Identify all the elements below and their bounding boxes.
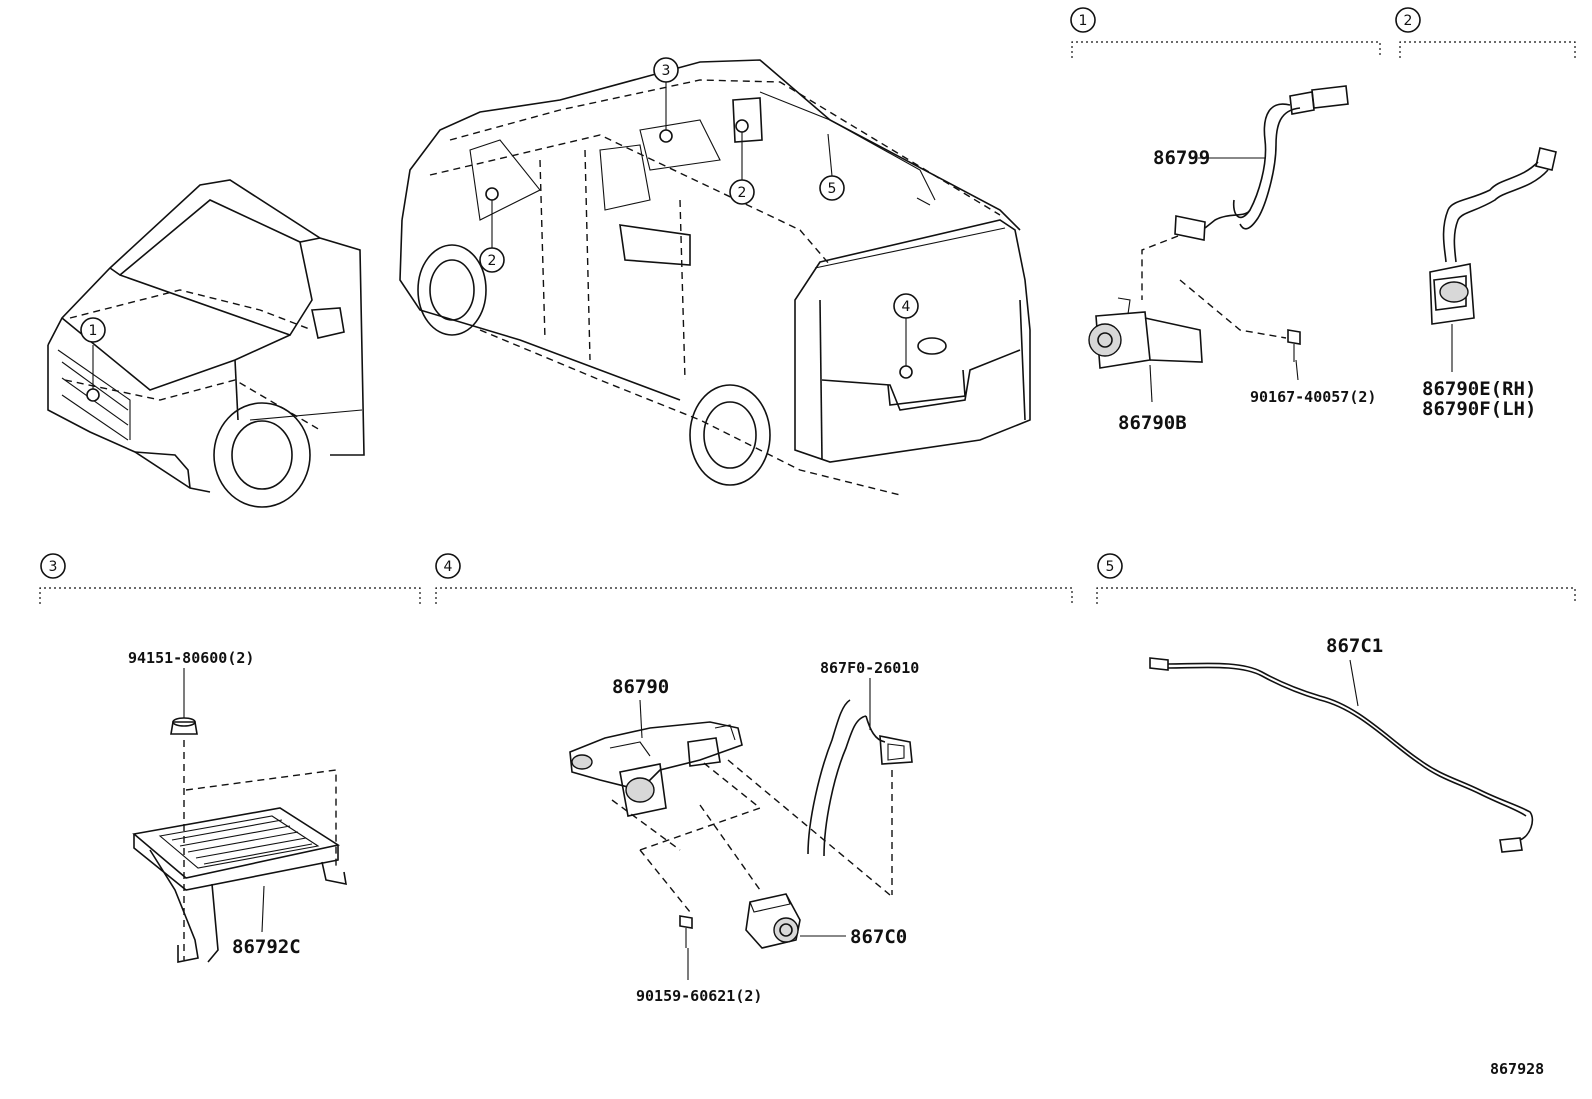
section-4-number: 4 [444,559,453,575]
part-label-90167: 90167-40057(2) [1250,388,1376,406]
bolt-90159 [679,915,693,948]
part-label-86790: 86790 [612,676,669,698]
section-3-number: 3 [49,559,58,575]
front-vehicle-view: 1 [47,179,365,508]
callout-2-mirror-marker-right: 2 [729,119,755,205]
callout-1-front-marker: 1 [80,317,106,402]
callout-4-rear-marker: 4 [893,293,919,379]
section-2-number: 2 [1404,13,1413,29]
part-label-86790B: 86790B [1118,412,1187,434]
bracket-86792C [132,807,347,963]
part-label-94151: 94151-80600(2) [128,649,254,667]
callout-5-label: 5 [828,181,837,197]
part-label-86790E: 86790E(RH) [1422,378,1536,400]
callout-2-label-left: 2 [488,253,497,269]
section-3: 3 94151-80600(2) 86792C [39,553,421,963]
part-label-867F0: 867F0-26010 [820,659,919,677]
nut-94151 [170,717,198,735]
section-2: 2 86790E(RH) 86790F(LH) [1395,7,1576,420]
callout-3-label: 3 [662,63,671,79]
part-label-86792C: 86792C [232,936,301,958]
callout-3-interior-marker: 3 [653,57,679,143]
part-label-86799: 86799 [1153,147,1210,169]
camera-86790 [569,721,743,817]
section-4: 4 86790 867F0-26010 [435,553,1073,1005]
wire-harness-867C1 [1149,657,1534,853]
part-label-867C0: 867C0 [850,926,907,948]
bolt-90167 [1287,329,1301,362]
part-label-86790F: 86790F(LH) [1422,398,1536,420]
wire-harness-867F0 [807,699,913,857]
section-5-number: 5 [1106,559,1115,575]
side-camera-86790E-F [1429,147,1557,325]
callout-4-label: 4 [902,299,911,315]
rear-van-view: 3 2 2 5 4 [399,57,1031,496]
wire-harness-86799 [1174,85,1349,241]
section-5: 5 867C1 [1096,553,1576,853]
section-1-number: 1 [1079,13,1088,29]
callout-2-label-right: 2 [738,185,747,201]
camera-867C0 [745,893,801,949]
camera-86790B [1088,297,1203,369]
callout-1-label: 1 [89,323,98,339]
callout-2-mirror-marker-left: 2 [479,187,505,273]
section-1: 1 86799 86790B 90167-40057(2) [1070,7,1381,434]
callout-5-roof-marker: 5 [819,133,845,201]
part-label-90159: 90159-60621(2) [636,987,762,1005]
part-label-867C1: 867C1 [1326,635,1383,657]
diagram-id: 867928 [1490,1060,1544,1078]
